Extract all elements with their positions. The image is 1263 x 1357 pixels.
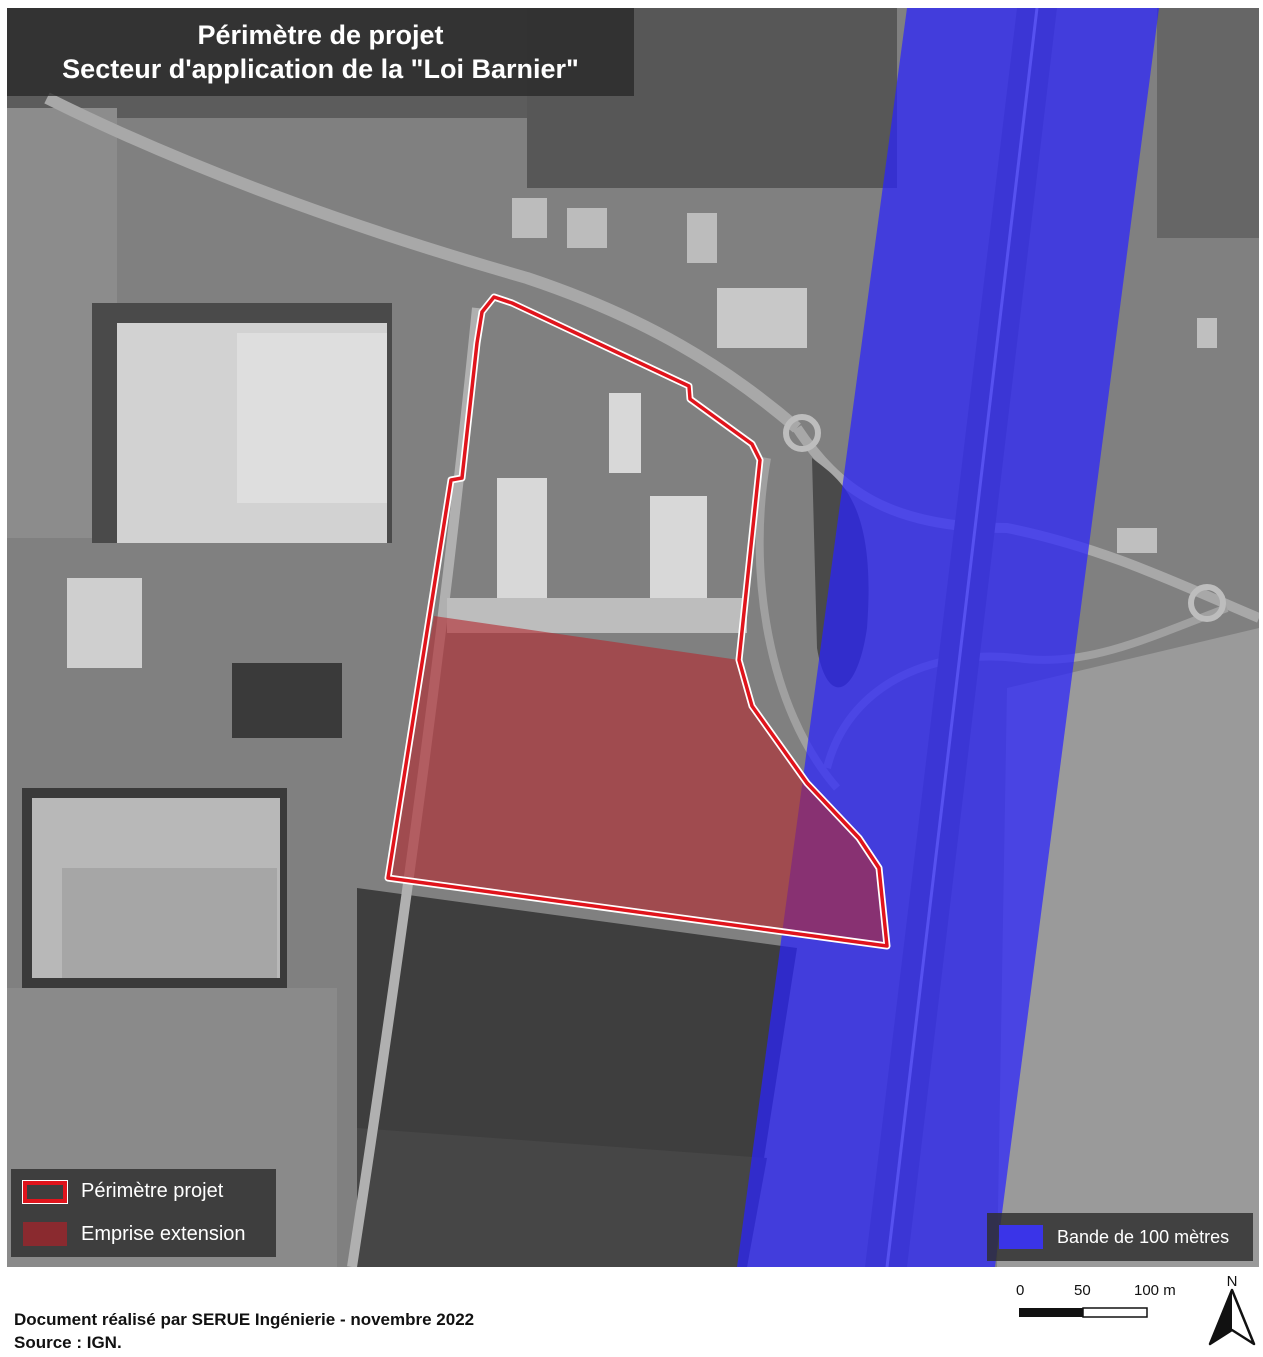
bande-100m-zone	[737, 8, 1159, 1267]
map-subtitle: Secteur d'application de la "Loi Barnier…	[62, 54, 579, 84]
scale-bar-graphic	[1019, 1307, 1148, 1318]
legend-label-emprise: Emprise extension	[81, 1222, 246, 1245]
map-title: Périmètre de projet	[197, 20, 444, 50]
scale-label-0: 0	[1016, 1282, 1025, 1299]
legend-item-perimetre: Périmètre projet	[22, 1179, 224, 1204]
emprise-extension-zone	[388, 616, 887, 946]
map-view[interactable]: Périmètre de projet Secteur d'applicatio…	[7, 8, 1259, 1267]
legend-project: Périmètre projet Emprise extension	[11, 1169, 276, 1257]
legend-label-perimetre: Périmètre projet	[81, 1180, 224, 1202]
extension-swatch	[23, 1222, 67, 1246]
legend-label-bande: Bande de 100 mètres	[1057, 1226, 1230, 1247]
credit-author: Document réalisé par SERUE Ingénierie - …	[14, 1310, 475, 1329]
north-label: N	[1227, 1273, 1238, 1290]
scale-bar: 0 50 100 m	[1012, 1280, 1192, 1340]
credit-source: Source : IGN.	[14, 1333, 122, 1352]
legend-item-emprise: Emprise extension	[23, 1222, 246, 1246]
perimeter-swatch	[22, 1179, 68, 1204]
map-title-box: Périmètre de projet Secteur d'applicatio…	[7, 8, 634, 96]
scale-label-50: 50	[1074, 1282, 1091, 1299]
band-swatch	[999, 1225, 1043, 1249]
legend-band: Bande de 100 mètres	[987, 1213, 1253, 1261]
scale-label-100: 100 m	[1134, 1282, 1176, 1299]
north-arrow-icon: N	[1204, 1272, 1260, 1352]
aerial-map-canvas	[7, 8, 1259, 1267]
